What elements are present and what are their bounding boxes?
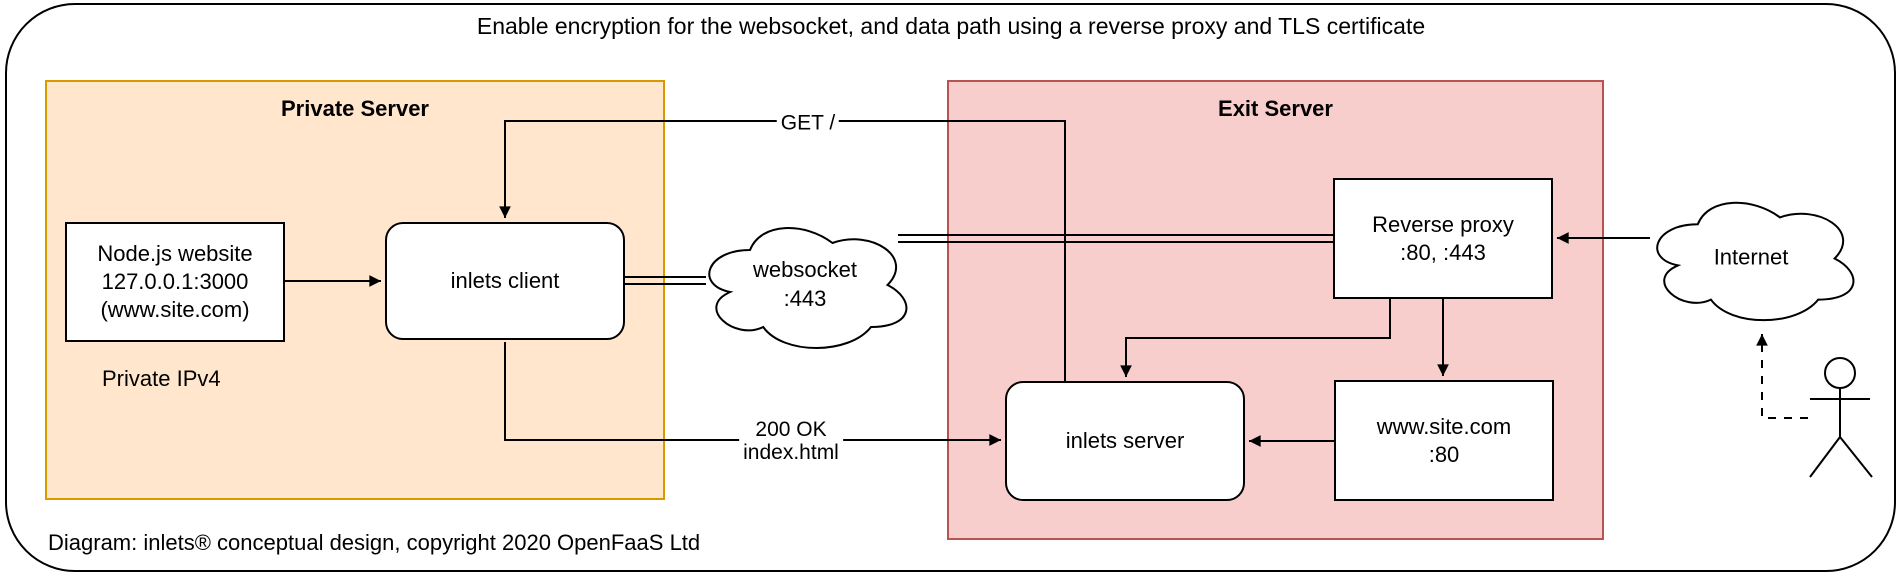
node-inlets-client: inlets client xyxy=(385,222,625,340)
websocket-cloud-label: websocket :443 xyxy=(753,255,857,313)
www-site-line2: :80 xyxy=(1428,441,1460,467)
node-www-site: www.site.com :80 xyxy=(1334,380,1554,501)
nodejs-website-line3: (www.site.com) xyxy=(100,297,250,322)
node-inlets-server: inlets server xyxy=(1005,381,1245,501)
inlets-client-label: inlets client xyxy=(450,268,560,293)
private-server-title: Private Server xyxy=(281,96,429,121)
www-site-line1: www.site.com xyxy=(1376,413,1512,439)
internet-cloud-line1: Internet xyxy=(1713,244,1789,270)
websocket-cloud-line1: websocket xyxy=(753,257,857,282)
diagram-title: Enable encryption for the websocket, and… xyxy=(476,13,1426,39)
nodejs-website-line2: 127.0.0.1:3000 xyxy=(101,269,249,294)
inlets-server-label: inlets server xyxy=(1065,428,1185,453)
reverse-proxy-line2: :80, :443 xyxy=(1400,239,1486,265)
node-nodejs-website: Node.js website 127.0.0.1:3000 (www.site… xyxy=(65,222,285,342)
copyright-caption: Diagram: inlets® conceptual design, copy… xyxy=(48,530,701,555)
internet-cloud-label: Internet xyxy=(1714,243,1789,272)
reverse-proxy-line1: Reverse proxy xyxy=(1372,211,1514,237)
edge-label-get-request: GET / xyxy=(776,110,840,136)
edge-label-response: 200 OK index.html xyxy=(739,417,843,465)
private-ipv4-note: Private IPv4 xyxy=(102,366,221,391)
exit-server-title: Exit Server xyxy=(1218,96,1333,121)
edge-label-response-line2: index.html xyxy=(743,441,839,464)
websocket-cloud-line2: :443 xyxy=(783,286,827,311)
edge-label-response-line1: 200 OK xyxy=(755,418,827,441)
node-reverse-proxy: Reverse proxy :80, :443 xyxy=(1333,178,1553,299)
nodejs-website-line1: Node.js website xyxy=(97,241,253,266)
